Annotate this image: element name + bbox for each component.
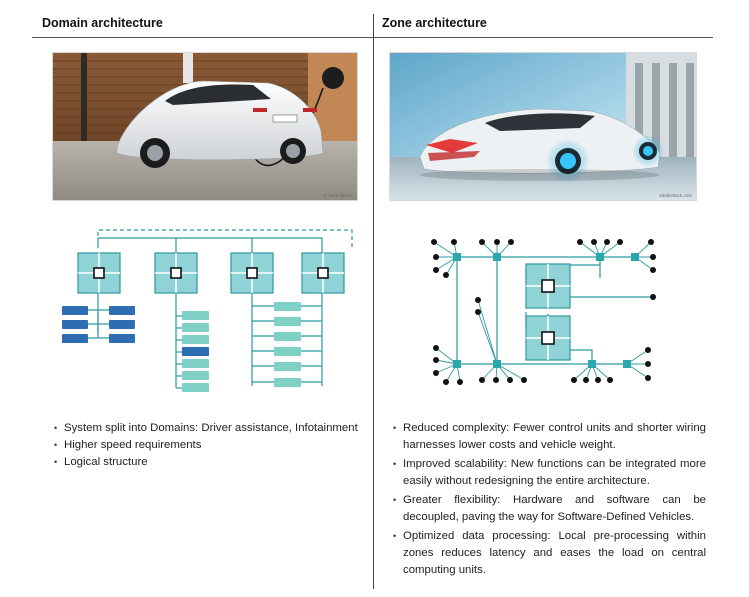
domain-bullet-3: Logical structure — [54, 454, 372, 471]
domain-ecu2-modules — [182, 311, 209, 392]
solid-backbone-line — [97, 237, 323, 253]
domain-architecture-diagram — [52, 218, 362, 398]
domain-bullet-1: System split into Domains: Driver assist… — [54, 420, 372, 437]
photo-credit-right: adobestock.com — [659, 193, 692, 198]
zone-architecture-photo: adobestock.com — [389, 52, 697, 201]
domain-ecu-1 — [77, 252, 121, 294]
domain-ecu-4 — [301, 252, 345, 294]
futuristic-car-illustration — [390, 53, 696, 200]
domain-blue-modules — [62, 306, 135, 343]
central-computer-upper — [525, 263, 571, 309]
zone-nodes — [453, 253, 639, 368]
zone-bullet-list: Reduced complexity: Fewer control units … — [393, 420, 706, 581]
domain-ecu-3 — [230, 252, 274, 294]
domain-bullet-2: Higher speed requirements — [54, 437, 372, 454]
zone-bullet-4: Optimized data processing: Local pre-pro… — [393, 528, 706, 579]
zone-bullet-3: Greater flexibility: Hardware and softwa… — [393, 492, 706, 526]
zone-architecture-diagram — [420, 230, 670, 395]
header-divider — [32, 37, 713, 38]
charging-car-illustration — [53, 53, 357, 200]
domain-ecu-2 — [154, 252, 198, 294]
domain-bullet-list: System split into Domains: Driver assist… — [54, 420, 372, 471]
right-column-title: Zone architecture — [382, 16, 487, 30]
photo-credit-left: © Tesla Motors — [322, 193, 353, 198]
column-divider — [373, 14, 374, 589]
zone-bullet-2: Improved scalability: New functions can … — [393, 456, 706, 490]
zone-bullet-1: Reduced complexity: Fewer control units … — [393, 420, 706, 454]
zone-endpoints — [431, 239, 656, 385]
central-computer-lower — [525, 315, 571, 361]
dashed-backbone-line — [97, 229, 353, 248]
domain-ladder-modules — [274, 302, 301, 387]
domain-architecture-photo: © Tesla Motors — [52, 52, 358, 201]
left-column-title: Domain architecture — [42, 16, 163, 30]
